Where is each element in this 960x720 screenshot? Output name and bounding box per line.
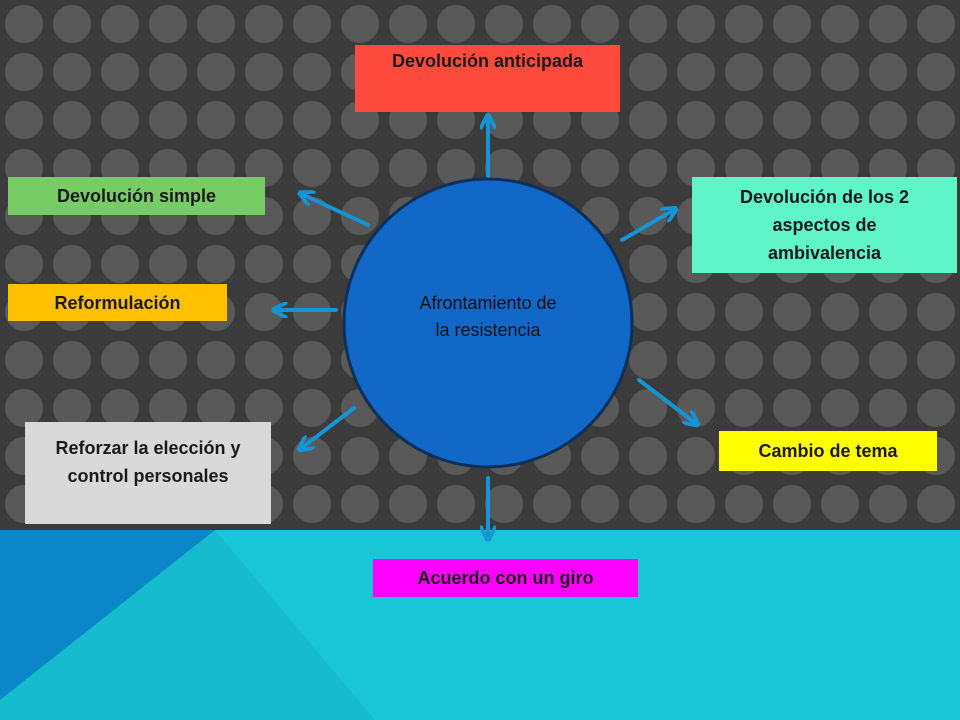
node-reformulacion: Reformulación xyxy=(8,284,227,321)
arrows-group xyxy=(278,120,694,535)
node-label: Acuerdo con un giro xyxy=(417,568,594,588)
arrow-to-cambio-tema xyxy=(637,378,694,422)
node-label: Devolución de los 2 aspectos de ambivale… xyxy=(739,187,910,263)
arrow-to-devolucion-simple xyxy=(304,195,370,227)
center-label-text: Afrontamiento de la resistencia xyxy=(419,293,557,340)
node-acuerdo-giro: Acuerdo con un giro xyxy=(373,559,638,597)
node-label: Devolución anticipada xyxy=(391,51,584,71)
center-circle xyxy=(342,177,634,469)
node-devolucion-anticipada: Devolución anticipada xyxy=(355,45,620,112)
center-label: Afrontamiento de la resistencia xyxy=(360,290,616,344)
node-devolucion-simple: Devolución simple xyxy=(8,177,265,215)
node-label: Reforzar la elección y control personale… xyxy=(55,438,241,486)
node-label: Devolución simple xyxy=(56,186,217,206)
arrow-to-ambivalencia xyxy=(620,211,672,242)
node-label: Cambio de tema xyxy=(758,441,898,461)
node-cambio-tema: Cambio de tema xyxy=(719,431,937,471)
node-reforzar: Reforzar la elección y control personale… xyxy=(25,422,271,524)
node-label: Reformulación xyxy=(54,292,181,313)
blue-floor-triangle xyxy=(0,530,215,700)
node-ambivalencia: Devolución de los 2 aspectos de ambivale… xyxy=(692,177,957,273)
arrow-to-reforzar xyxy=(303,406,356,447)
